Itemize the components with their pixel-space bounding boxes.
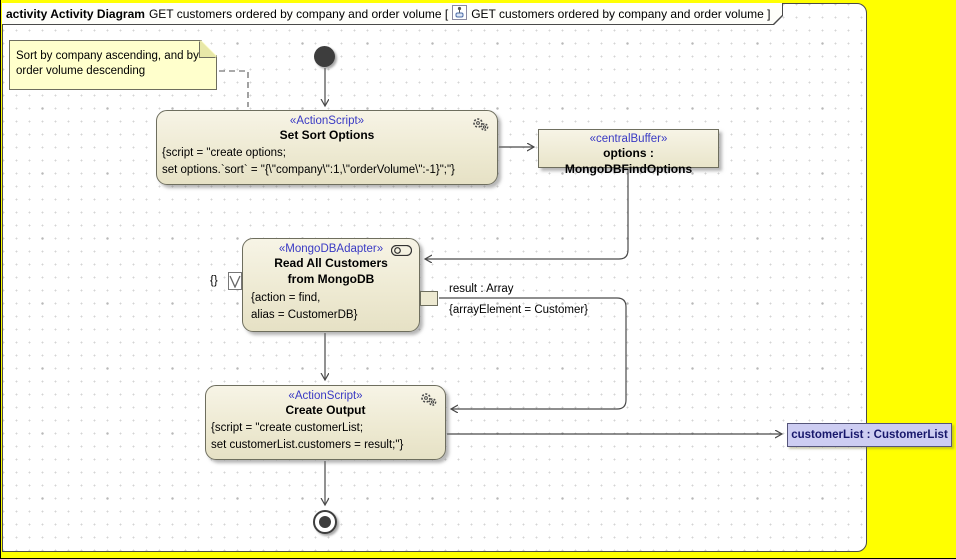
pin-value-label: {}: [210, 275, 218, 287]
result-output-pin[interactable]: [420, 291, 438, 306]
action-script-line2: set options.`sort` = "{\"company\":1,\"o…: [162, 164, 455, 176]
final-node-dot: [319, 516, 331, 528]
result-constraint-label: {arrayElement = Customer}: [449, 304, 589, 316]
result-pin-label: result : Array: [449, 283, 514, 295]
action-name-line2: from MongoDB: [287, 272, 375, 286]
action-name: Create Output: [285, 403, 366, 417]
central-buffer-options[interactable]: «centralBuffer» options : MongoDBFindOpt…: [538, 129, 719, 176]
note-line1: Sort by company ascending, and by: [16, 50, 199, 62]
action-set-sort-options[interactable]: «ActionScript» Set Sort Options {script …: [156, 110, 498, 185]
gears-icon: [419, 392, 438, 410]
initial-node[interactable]: [314, 46, 335, 67]
value-pin[interactable]: [228, 272, 242, 290]
diagram-frame[interactable]: [2, 3, 867, 552]
note-line2: order volume descending: [16, 65, 146, 77]
action-body-line2: alias = CustomerDB}: [251, 309, 358, 321]
action-read-all-customers[interactable]: «MongoDBAdapter» Read All Customers from…: [242, 238, 420, 332]
object-node-name: customerList : CustomerList: [791, 429, 948, 441]
stereotype-label: «centralBuffer»: [589, 133, 668, 145]
activity-final-node[interactable]: [313, 510, 337, 534]
action-name-line1: Read All Customers: [274, 256, 388, 270]
action-script-line1: {script = "create customerList;: [211, 422, 364, 434]
comment-note[interactable]: Sort by company ascending, and by order …: [9, 40, 217, 90]
object-node-customerlist[interactable]: customerList : CustomerList: [787, 423, 952, 447]
action-name: Set Sort Options: [279, 128, 375, 142]
note-fold-corner: [200, 40, 217, 57]
diagram-frame-title: activity Activity Diagram GET customers …: [2, 3, 782, 24]
diagram-frame-tab[interactable]: activity Activity Diagram GET customers …: [2, 3, 783, 25]
action-script-line2: set customerList.customers = result;"}: [211, 439, 404, 451]
buffer-name: options : MongoDBFindOptions: [564, 146, 693, 176]
activity-diagram-icon: [452, 5, 467, 23]
stereotype-label: «ActionScript»: [288, 390, 363, 402]
stereotype-label: «ActionScript»: [289, 115, 365, 127]
stereotype-label: «MongoDBAdapter»: [278, 243, 384, 255]
adapter-icon: [390, 244, 413, 259]
action-body-line1: {action = find,: [251, 292, 321, 304]
frame-title-diagram-name: GET customers ordered by company and ord…: [471, 6, 771, 21]
frame-title-text: GET customers ordered by company and ord…: [148, 6, 449, 21]
action-create-output[interactable]: «ActionScript» Create Output {script = "…: [205, 385, 446, 460]
frame-title-kind: activity Activity Diagram: [6, 6, 145, 21]
gears-icon: [471, 117, 490, 135]
action-script-line1: {script = "create options;: [162, 147, 286, 159]
